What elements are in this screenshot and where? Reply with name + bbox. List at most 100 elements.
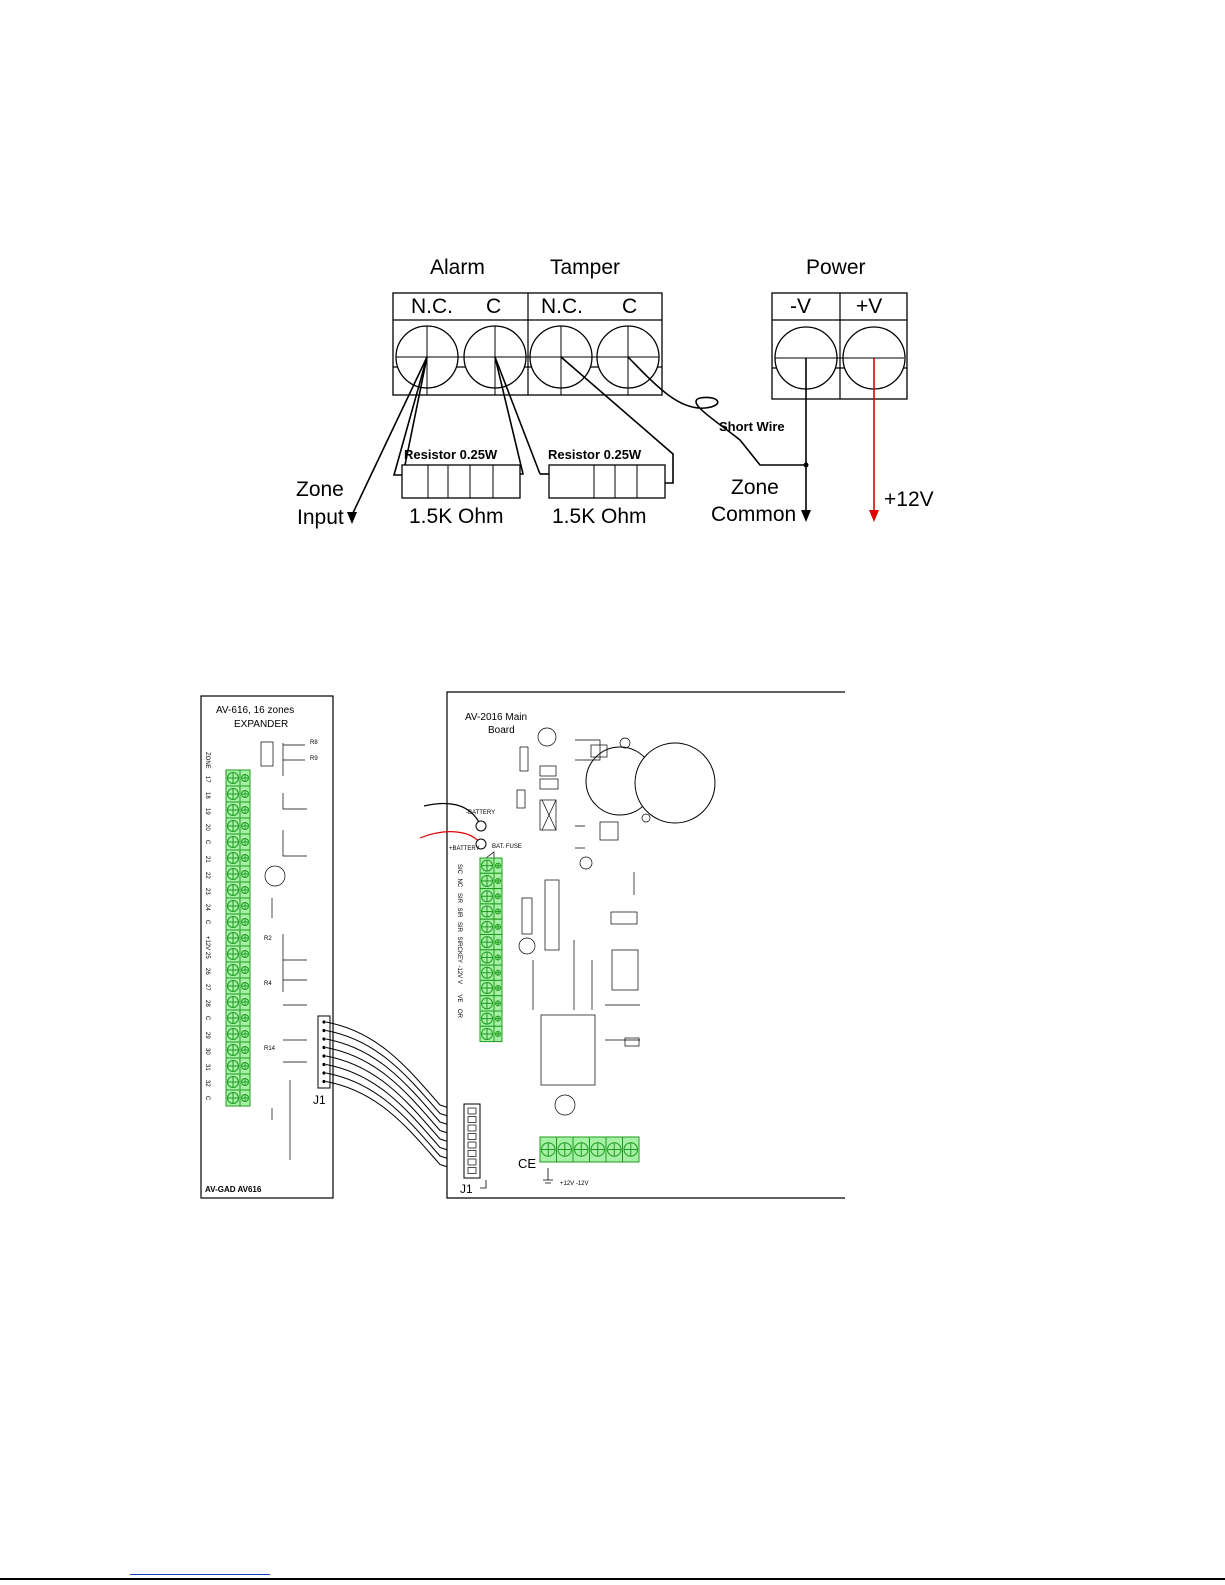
mainboard-terminal	[493, 903, 503, 920]
expander-terminal	[225, 1057, 241, 1075]
mainboard-j1-connector: J1	[460, 1103, 487, 1196]
expander-zone-label: 32	[204, 1080, 210, 1087]
expander-terminal	[225, 833, 241, 851]
terminal-neg-v: -V	[790, 295, 811, 318]
mainboard-terminal-label: V	[456, 980, 462, 984]
mainboard-terminal-label: SIR	[456, 922, 462, 933]
svg-text:R8: R8	[310, 740, 318, 746]
zone-input-arrow-icon	[347, 512, 357, 524]
group-alarm-label: Alarm	[430, 256, 485, 279]
expander-j1-connector: J1	[313, 1015, 331, 1107]
mainboard-terminal	[479, 995, 495, 1012]
expander-terminal	[239, 849, 251, 867]
mainboard-terminal-label: NC	[456, 879, 462, 888]
mainboard-terminal	[479, 918, 495, 936]
expander-title-line1: AV-616, 16 zones	[216, 705, 294, 716]
mainboard-j1-label: J1	[460, 1182, 473, 1196]
terminal-alarm-nc: N.C.	[411, 295, 453, 318]
mainboard-power-terminal	[622, 1136, 640, 1163]
expander-title-line2: EXPANDER	[234, 719, 288, 730]
mainboard-power-terminal	[572, 1136, 590, 1163]
group-power-label: Power	[806, 256, 866, 279]
expander-terminal	[239, 881, 251, 899]
expander-zone-label: 24	[204, 904, 210, 911]
resistor-1: Resistor 0.25W 1.5K Ohm	[401, 447, 521, 528]
expander-board: AV-616, 16 zones EXPANDER ZONE 17181920C…	[200, 695, 334, 1199]
svg-text:R4: R4	[264, 981, 272, 987]
expander-terminal	[239, 769, 251, 787]
expander-terminal	[239, 1089, 251, 1107]
group-tamper-label: Tamper	[550, 256, 620, 279]
short-wire-label: Short Wire	[719, 419, 785, 434]
expander-components: R8 R9 R2 R4 R14	[260, 740, 318, 1160]
mainboard-j1-pin	[467, 1158, 477, 1166]
zone-common-arrow-icon	[801, 510, 811, 522]
bat-fuse-label: BAT. FUSE	[492, 844, 522, 850]
expander-terminal	[239, 993, 251, 1011]
mainboard-terminal	[479, 903, 495, 920]
expander-j1-pin	[322, 1062, 326, 1067]
expander-terminal	[225, 993, 241, 1011]
expander-zone-label: +12V	[204, 936, 210, 950]
resistor-2-value: 1.5K Ohm	[552, 505, 647, 528]
expander-terminal	[225, 865, 241, 883]
expander-zone-label: 25	[204, 952, 210, 959]
mainboard-power-terminal	[589, 1136, 607, 1163]
battery-neg-label: -BATTERY	[466, 810, 495, 816]
mainboard-terminal	[493, 979, 503, 997]
mainboard-terminal	[493, 888, 503, 905]
mainboard-terminal-strip	[479, 857, 503, 1043]
plus12v-label: +12V	[884, 488, 934, 511]
mainboard-components	[516, 727, 651, 1116]
expander-terminal-strip	[225, 769, 251, 1107]
expander-j1-pin	[322, 1071, 326, 1075]
expander-terminal	[225, 801, 241, 819]
mainboard-power-terminal	[605, 1136, 623, 1163]
expander-terminal	[225, 1041, 241, 1059]
mainboard-j1-pin	[467, 1124, 477, 1132]
mainboard-terminal-label: SIR	[456, 908, 462, 919]
footer-link-underline[interactable]	[130, 1574, 270, 1575]
expander-zone-label: 29	[204, 1032, 210, 1039]
svg-text:R9: R9	[310, 756, 318, 762]
expander-terminal	[239, 897, 251, 915]
mainboard-terminal	[479, 949, 495, 966]
expander-terminal	[239, 801, 251, 819]
mainboard-terminal	[479, 979, 495, 997]
ce-mark: CE	[518, 1156, 536, 1171]
mainboard-terminal	[493, 964, 503, 981]
mainboard-terminal-label: VE	[456, 995, 462, 1003]
mainboard-terminal-label: -12V	[456, 966, 462, 979]
expander-zone-column-label: ZONE	[204, 752, 210, 769]
resistor-1-value: 1.5K Ohm	[409, 505, 504, 528]
expander-footer-label: AV-GAD AV616	[205, 1185, 262, 1194]
terminal-alarm-c: C	[486, 295, 501, 318]
zone-common-label-line1: Zone	[731, 476, 779, 499]
mainboard-j1-pin	[467, 1133, 477, 1140]
capacitor-2	[634, 742, 716, 824]
expander-zone-label: 27	[204, 984, 210, 991]
expander-zone-label: 31	[204, 1064, 210, 1071]
terminal-pos-v: +V	[856, 295, 882, 318]
power-terminal-block: -V +V	[771, 292, 908, 400]
expander-terminal	[239, 961, 251, 979]
mainboard-terminal	[479, 857, 495, 874]
expander-terminal	[239, 945, 251, 963]
mainboard-j1-pin	[467, 1167, 477, 1174]
expander-terminal	[239, 913, 251, 931]
mainboard-terminal	[493, 934, 503, 951]
mainboard-terminal	[493, 857, 503, 874]
mainboard-terminal	[493, 949, 503, 966]
expander-zone-label: C	[204, 920, 210, 925]
expander-terminal	[225, 769, 241, 787]
expander-terminal	[239, 1073, 251, 1091]
mainboard-terminal	[479, 934, 495, 951]
expander-terminal	[239, 1041, 251, 1059]
resistor-2: Resistor 0.25W 1.5K Ohm	[548, 447, 666, 528]
resistor-2-label: Resistor 0.25W	[548, 447, 642, 462]
expander-zone-label: C	[204, 840, 210, 845]
expander-terminal	[225, 961, 241, 979]
resistor-1-label: Resistor 0.25W	[404, 447, 498, 462]
mainboard-terminal	[493, 1025, 503, 1043]
